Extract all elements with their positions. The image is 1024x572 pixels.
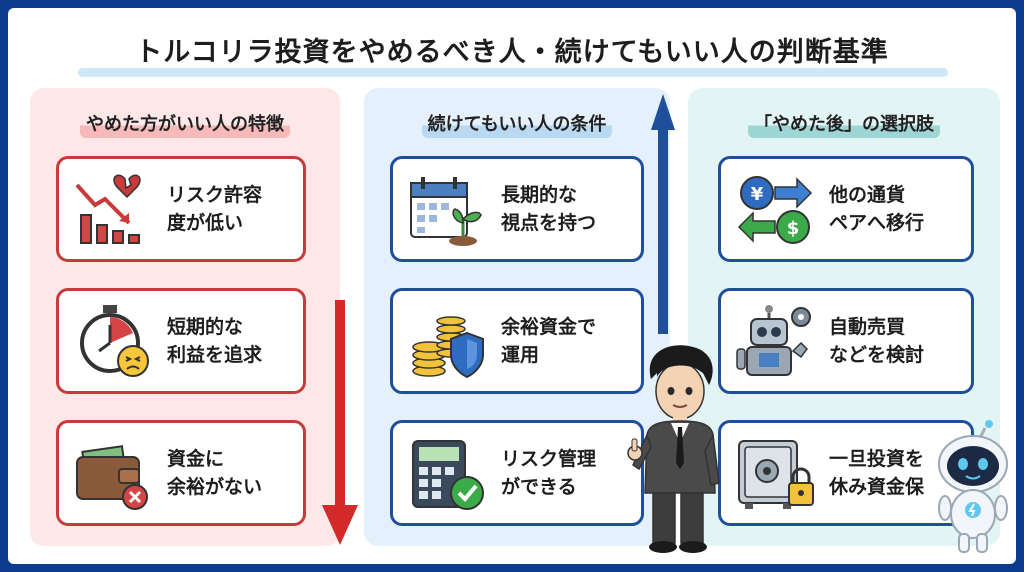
- currency-exchange-icon: ¥ $: [737, 176, 813, 244]
- empty-wallet-icon: [76, 445, 148, 510]
- svg-text:¥: ¥: [751, 184, 764, 205]
- card-no-spare-funds: 資金に余裕がない: [56, 420, 306, 526]
- blue-up-arrow: [651, 94, 675, 334]
- red-down-arrow: [322, 300, 358, 545]
- column-continue: 続けてもいい人の条件 長期的な視点を持つ: [364, 88, 670, 546]
- card-label: 自動売買などを検討: [829, 316, 925, 366]
- card-low-risk-tolerance: リスク許容度が低い: [56, 156, 306, 262]
- declining-chart-broken-heart-icon: [75, 174, 141, 244]
- safe-lock-icon: [738, 440, 814, 509]
- robot-mascot: [938, 420, 1008, 553]
- page-title: トルコリラ投資をやめるべき人・続けてもいい人の判断基準: [135, 37, 889, 68]
- coins-shield-icon: [412, 316, 484, 379]
- svg-text:$: $: [787, 218, 800, 239]
- column-stop: やめた方がいい人の特徴 リスク許容度が低い: [30, 88, 340, 546]
- card-risk-management: リスク管理ができる: [390, 420, 644, 526]
- card-spare-funds: 余裕資金で運用: [390, 288, 644, 394]
- card-label: リスク許容度が低い: [167, 184, 263, 234]
- card-auto-trading: 自動売買などを検討: [718, 288, 974, 394]
- infographic-frame: トルコリラ投資をやめるべき人・続けてもいい人の判断基準 やめた方がいい人の特徴 …: [8, 8, 1016, 564]
- card-label: 資金に余裕がない: [167, 448, 263, 498]
- card-short-term-profit: 短期的な利益を追求: [56, 288, 306, 394]
- calendar-sprout-icon: [410, 177, 482, 246]
- card-long-term-view: 長期的な視点を持つ: [390, 156, 644, 262]
- column-heading: 「やめた後」の選択肢: [688, 110, 1000, 138]
- card-label: 他の通貨ペアへ移行: [829, 184, 925, 234]
- robot-gear-icon: [736, 305, 811, 376]
- card-label: リスク管理ができる: [501, 448, 597, 498]
- column-heading: やめた方がいい人の特徴: [30, 110, 340, 138]
- column-heading: 続けてもいい人の条件: [364, 110, 670, 138]
- card-label: 一旦投資を休み資金保: [829, 448, 925, 498]
- card-label: 余裕資金で運用: [501, 316, 597, 366]
- stopwatch-stressed-face-icon: [80, 305, 149, 377]
- column-after-quitting: 「やめた後」の選択肢 ¥ $ 他の通貨ペアへ移行: [688, 88, 1000, 546]
- title-underline: [78, 68, 948, 77]
- calculator-check-icon: [412, 440, 484, 510]
- card-label: 長期的な視点を持つ: [501, 184, 597, 234]
- card-label: 短期的な利益を追求: [167, 316, 263, 366]
- card-pause-investing: 一旦投資を休み資金保: [718, 420, 974, 526]
- card-other-currency-pairs: ¥ $ 他の通貨ペアへ移行: [718, 156, 974, 262]
- businessman-character: [627, 345, 720, 553]
